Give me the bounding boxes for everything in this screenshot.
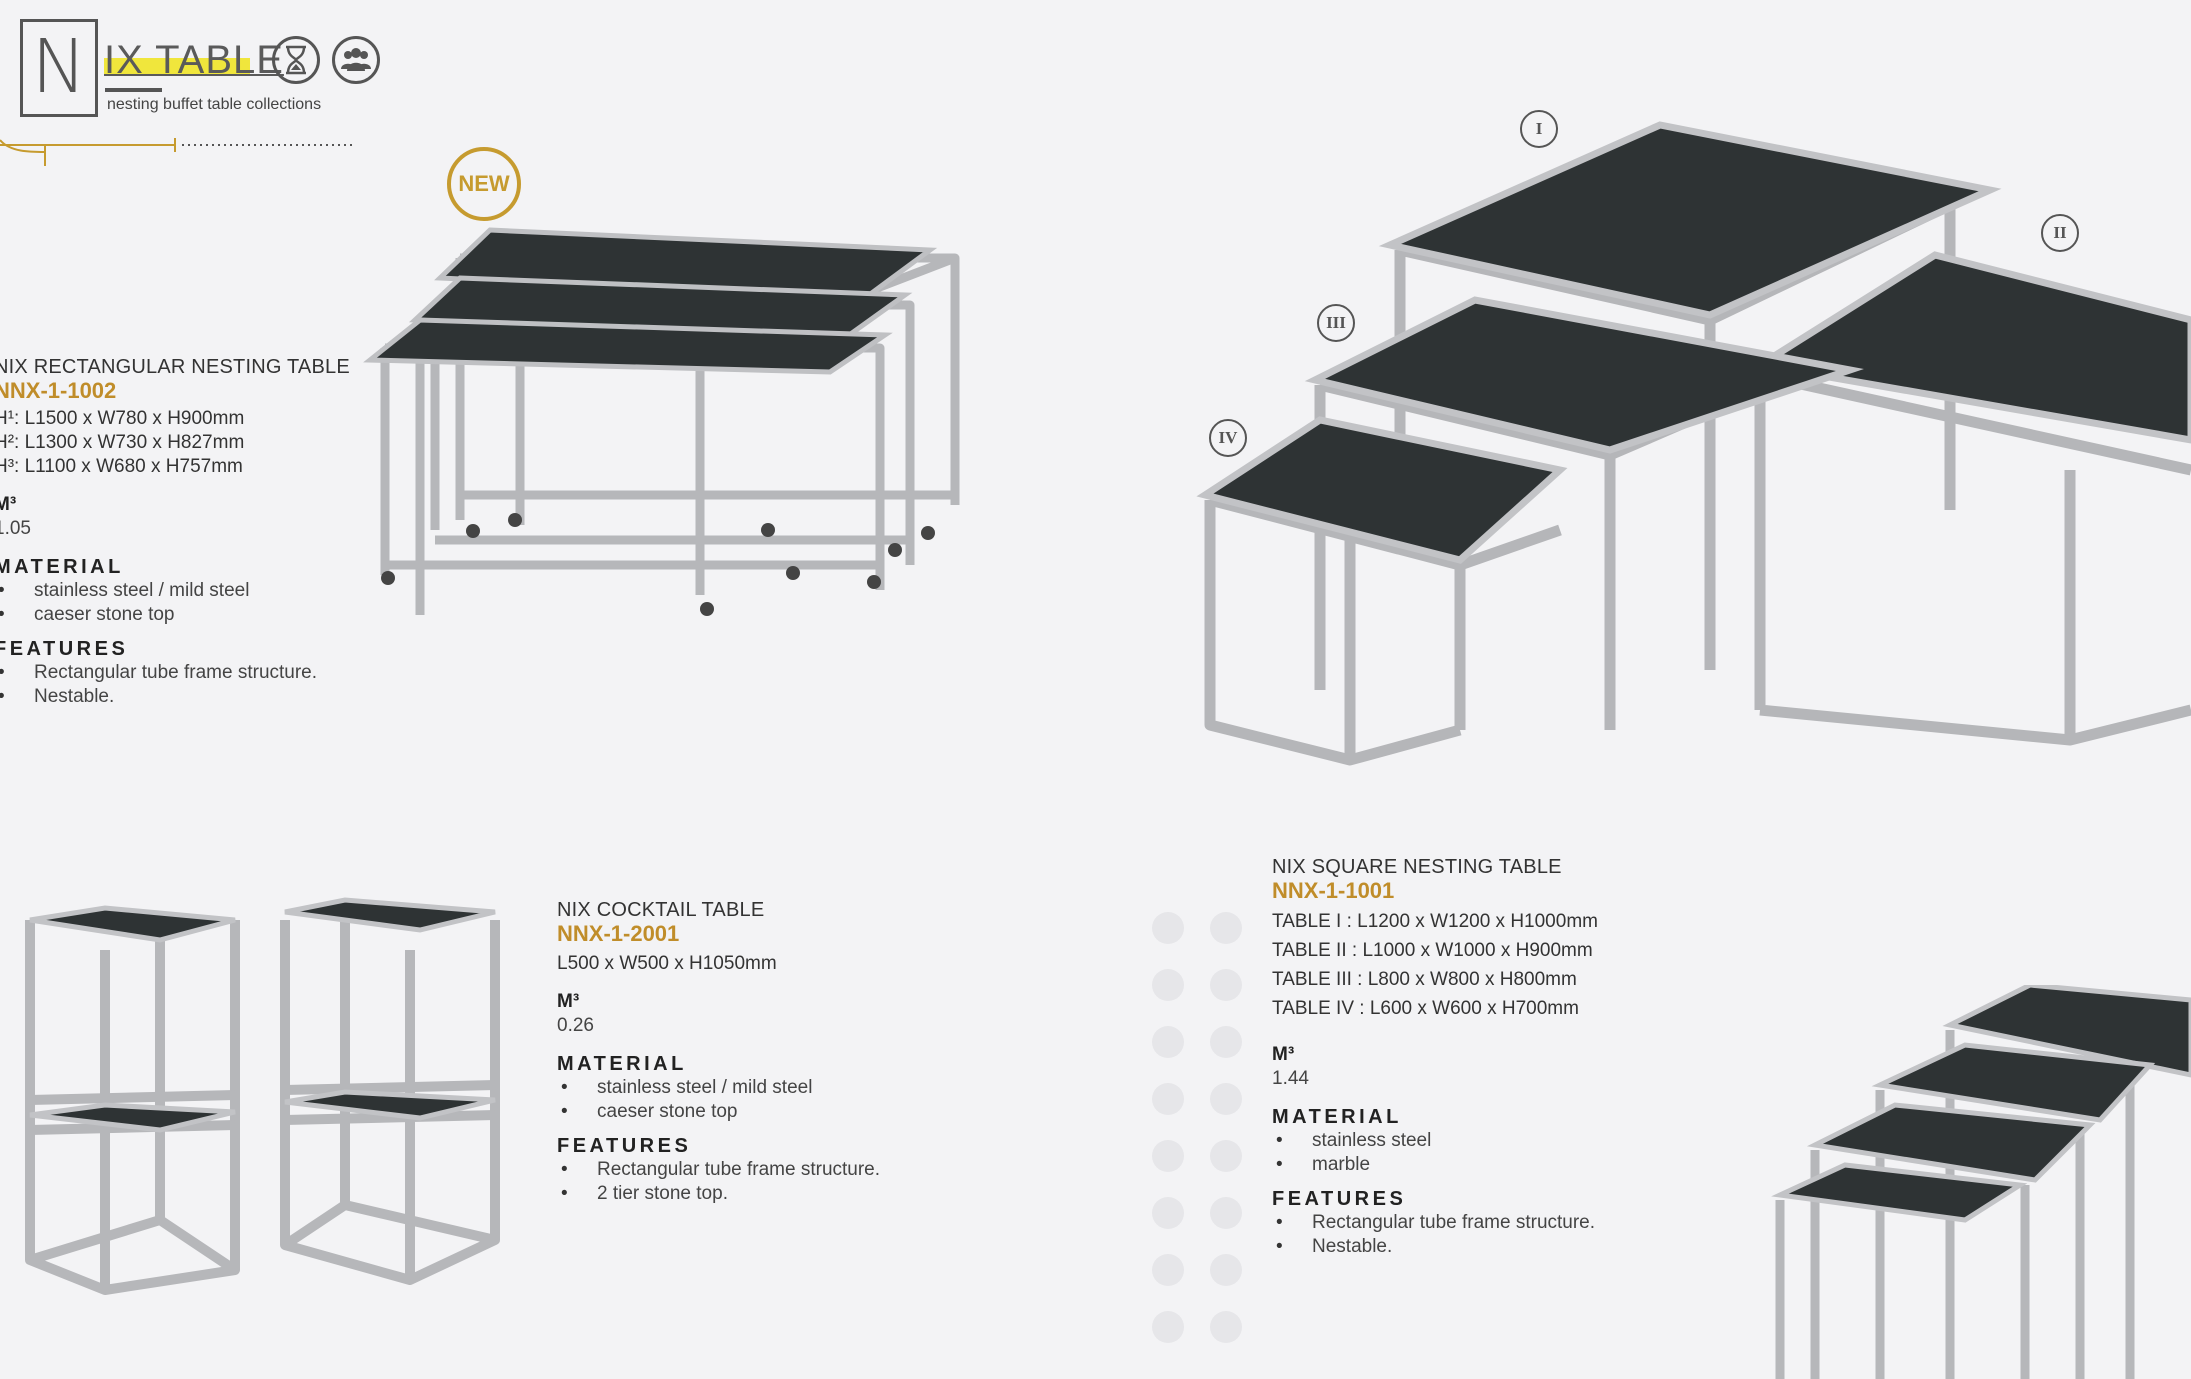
rectangular-nesting-table-illustration: [363, 227, 960, 616]
m3-value: 1.44: [1272, 1068, 1309, 1089]
product-code: NNX-1-2001: [557, 921, 680, 946]
dot-pattern-decoration: [1152, 912, 1242, 1343]
feature-item: Rectangular tube frame structure.: [0, 661, 350, 685]
page-title: IX TABLE: [104, 38, 284, 82]
product-code: NNX-1-1001: [1272, 878, 1395, 903]
people-icon: [332, 36, 380, 84]
table-iv-badge: IV: [1209, 419, 1247, 457]
dimension-line: TABLE I : L1200 x W1200 x H1000mm: [1272, 911, 1598, 932]
product-title: NIX COCKTAIL TABLE: [557, 899, 765, 921]
product-code: NNX-1-1002: [0, 378, 117, 403]
dimension-line: TABLE III : L800 x W800 x H800mm: [1272, 969, 1577, 990]
m3-label: M³: [557, 991, 580, 1012]
m3-value: 0.26: [557, 1015, 594, 1036]
cocktail-table-illustration: [25, 897, 500, 1295]
material-item: marble: [1272, 1153, 1598, 1177]
material-item: stainless steel / mild steel: [0, 579, 350, 603]
material-item: stainless steel / mild steel: [557, 1076, 880, 1100]
decorative-lines: [0, 138, 352, 166]
dimension-line: L500 x W500 x H1050mm: [557, 953, 777, 974]
table-i-badge: I: [1520, 110, 1558, 148]
dimension-line: H³: L1100 x W680 x H757mm: [0, 456, 243, 477]
material-item: stainless steel: [1272, 1129, 1598, 1153]
logo-letter: N: [31, 24, 87, 110]
table-iii-badge: III: [1317, 304, 1355, 342]
features-heading: FEATURES: [0, 638, 129, 660]
hourglass-icon: [272, 36, 320, 84]
material-heading: MATERIAL: [1272, 1106, 1402, 1128]
feature-item: 2 tier stone top.: [557, 1182, 880, 1206]
features-heading: FEATURES: [1272, 1188, 1407, 1210]
feature-item: Rectangular tube frame structure.: [557, 1158, 880, 1182]
dimension-line: H¹: L1500 x W780 x H900mm: [0, 408, 245, 429]
dimension-line: TABLE II : L1000 x W1000 x H900mm: [1272, 940, 1593, 961]
m3-label: M³: [1272, 1044, 1295, 1065]
material-heading: MATERIAL: [557, 1053, 687, 1075]
page-subtitle: nesting buffet table collections: [107, 96, 322, 113]
rectangular-table-specs: NIX RECTANGULAR NESTING TABLE NNX-1-1002…: [0, 355, 350, 709]
logo-box: [20, 19, 98, 117]
dimension-line: TABLE IV : L600 x W600 x H700mm: [1272, 998, 1579, 1019]
features-heading: FEATURES: [557, 1135, 692, 1157]
material-item: caeser stone top: [0, 603, 350, 627]
new-badge: NEW: [447, 147, 521, 221]
feature-item: Rectangular tube frame structure.: [1272, 1211, 1598, 1235]
feature-item: Nestable.: [1272, 1235, 1598, 1259]
material-heading: MATERIAL: [0, 556, 124, 578]
square-table-specs: NIX SQUARE NESTING TABLE NNX-1-1001 TABL…: [1272, 855, 1598, 1259]
material-item: caeser stone top: [557, 1100, 880, 1124]
feature-item: Nestable.: [0, 685, 350, 709]
dimension-line: H²: L1300 x W730 x H827mm: [0, 432, 245, 453]
product-title: NIX SQUARE NESTING TABLE: [1272, 856, 1562, 878]
m3-label: M³: [0, 494, 17, 515]
table-ii-badge: II: [2041, 214, 2079, 252]
m3-value: 1.05: [0, 518, 31, 539]
title-highlight: [104, 58, 250, 75]
title-underbar: [105, 88, 162, 92]
product-title: NIX RECTANGULAR NESTING TABLE: [0, 356, 350, 378]
square-nesting-table-illustration: [1196, 121, 2191, 766]
cocktail-table-specs: NIX COCKTAIL TABLE NNX-1-2001 L500 x W50…: [557, 898, 880, 1206]
small-nesting-table-illustration: [1771, 985, 2191, 1379]
